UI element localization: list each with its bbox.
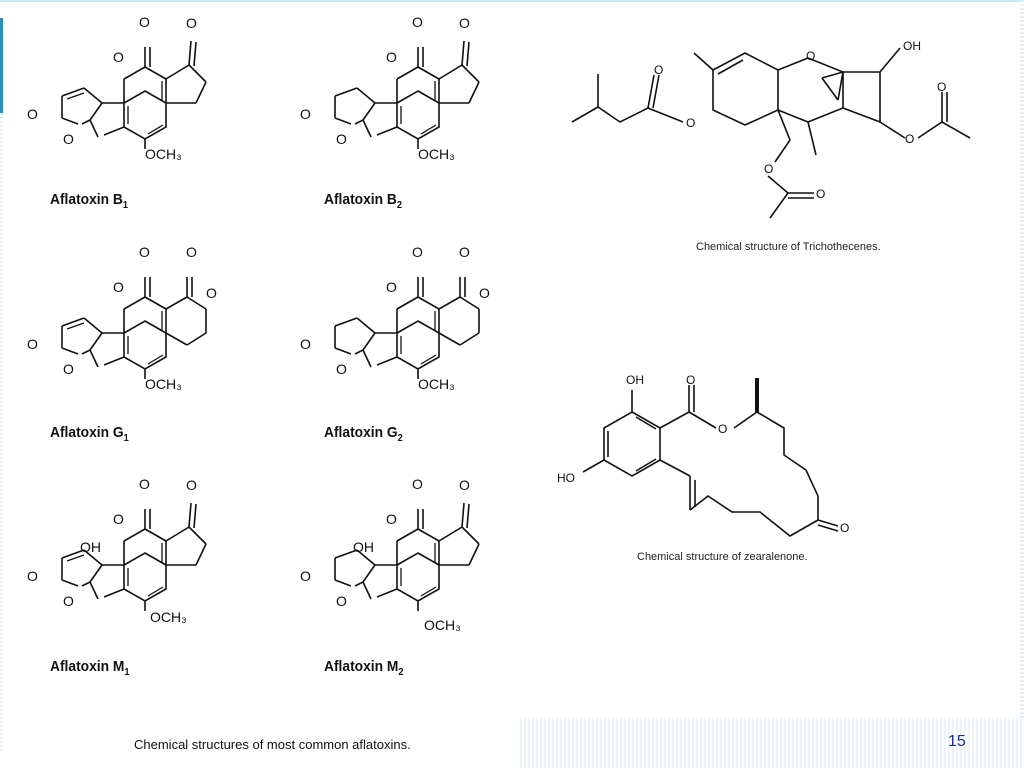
svg-text:OCH₃: OCH₃	[145, 146, 182, 162]
zearalenone-structure	[582, 378, 839, 537]
svg-text:O: O	[63, 131, 74, 147]
svg-text:O: O	[412, 244, 423, 260]
svg-text:O: O	[300, 106, 311, 122]
svg-text:O: O	[336, 361, 347, 377]
aflatoxin-g1-structure	[61, 276, 207, 380]
label-aflatoxin-g2: Aflatoxin G2	[324, 424, 403, 444]
atom-labels: O O O O O OCH₃ O O O O O OCH₃ O O O O O …	[27, 14, 490, 633]
svg-text:O: O	[412, 14, 423, 30]
svg-text:O: O	[206, 285, 217, 301]
label-aflatoxin-g1: Aflatoxin G1	[50, 424, 129, 444]
atom-labels-right: O O O OH O O O O OH O O O HO	[557, 39, 946, 535]
svg-text:O: O	[386, 49, 397, 65]
aflatoxin-b2-structure	[334, 40, 480, 150]
svg-text:OH: OH	[626, 373, 644, 387]
svg-text:OH: OH	[80, 539, 101, 555]
svg-text:O: O	[186, 244, 197, 260]
svg-text:O: O	[63, 361, 74, 377]
svg-text:OCH₃: OCH₃	[145, 376, 182, 392]
svg-text:O: O	[654, 63, 663, 77]
caption-zearalenone: Chemical structure of zearalenone.	[637, 551, 808, 563]
page-number: 15	[948, 733, 966, 750]
svg-text:O: O	[139, 14, 150, 30]
svg-text:O: O	[386, 511, 397, 527]
svg-text:O: O	[186, 477, 197, 493]
svg-text:O: O	[27, 568, 38, 584]
svg-text:O: O	[386, 279, 397, 295]
svg-text:O: O	[186, 15, 197, 31]
right-border-pattern	[1020, 0, 1024, 768]
svg-text:O: O	[905, 132, 914, 146]
aflatoxin-m1-structure	[61, 502, 207, 612]
left-accent-bar	[0, 18, 3, 113]
svg-text:O: O	[336, 593, 347, 609]
svg-text:O: O	[139, 476, 150, 492]
svg-text:OCH₃: OCH₃	[424, 617, 461, 633]
svg-text:O: O	[27, 336, 38, 352]
svg-text:O: O	[764, 162, 773, 176]
svg-text:O: O	[139, 244, 150, 260]
svg-text:O: O	[686, 116, 695, 130]
svg-text:OH: OH	[353, 539, 374, 555]
aflatoxin-g2-structure	[334, 276, 480, 380]
svg-text:O: O	[113, 511, 124, 527]
label-aflatoxin-b2: Aflatoxin B2	[324, 191, 402, 211]
caption-trichothecenes: Chemical structure of Trichothecenes.	[696, 241, 881, 253]
svg-text:OCH₃: OCH₃	[418, 376, 455, 392]
svg-text:OH: OH	[903, 39, 921, 53]
footer-pattern	[520, 718, 1024, 768]
svg-text:O: O	[840, 521, 849, 535]
svg-text:O: O	[412, 476, 423, 492]
label-aflatoxin-m2: Aflatoxin M2	[324, 658, 404, 678]
left-border-pattern	[0, 113, 3, 753]
label-aflatoxin-m1: Aflatoxin M1	[50, 658, 130, 678]
top-border	[0, 0, 1024, 2]
svg-text:O: O	[459, 477, 470, 493]
svg-text:O: O	[806, 49, 815, 63]
svg-text:O: O	[113, 49, 124, 65]
svg-text:O: O	[479, 285, 490, 301]
caption-aflatoxins: Chemical structures of most common aflat…	[134, 737, 411, 752]
label-aflatoxin-b1: Aflatoxin B1	[50, 191, 128, 211]
svg-text:O: O	[113, 279, 124, 295]
aflatoxin-b1-structure	[61, 40, 207, 150]
svg-text:O: O	[937, 80, 946, 94]
svg-text:O: O	[336, 131, 347, 147]
svg-text:O: O	[27, 106, 38, 122]
trichothecene-structure	[571, 47, 971, 219]
svg-text:HO: HO	[557, 471, 575, 485]
svg-text:O: O	[816, 187, 825, 201]
svg-text:O: O	[718, 422, 727, 436]
svg-text:OCH₃: OCH₃	[418, 146, 455, 162]
svg-text:O: O	[63, 593, 74, 609]
svg-text:O: O	[459, 244, 470, 260]
aflatoxin-m2-structure	[334, 502, 480, 612]
svg-text:O: O	[300, 568, 311, 584]
svg-text:O: O	[459, 15, 470, 31]
svg-text:O: O	[686, 373, 695, 387]
svg-text:O: O	[300, 336, 311, 352]
svg-text:OCH₃: OCH₃	[150, 609, 187, 625]
